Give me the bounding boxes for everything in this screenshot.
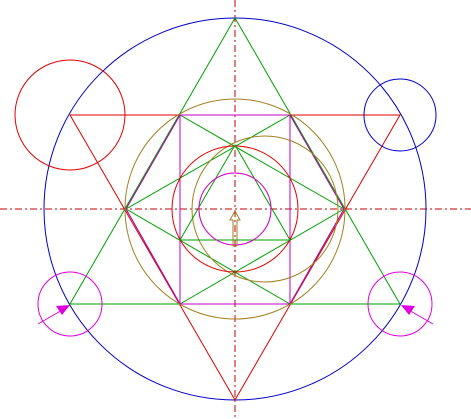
green-diagonal-1 — [125, 114, 291, 210]
green-diagonal-2 — [179, 114, 345, 210]
bottom-left-magenta-circle — [37, 271, 103, 337]
small-magenta-circle — [198, 172, 272, 246]
bottom-right-magenta-circle — [367, 271, 433, 337]
top-right-blue-circle — [363, 78, 437, 152]
olive-large-circle — [124, 98, 346, 320]
pointer-arrow-left-icon — [37, 305, 70, 325]
green-diagonal-4 — [179, 208, 345, 305]
pointer-arrow-right-icon — [401, 305, 434, 325]
red-inner-circle — [171, 145, 299, 273]
green-diagonal-3 — [125, 208, 291, 305]
small-green-triangle — [179, 144, 291, 241]
center-hollow-arrow-icon — [229, 209, 241, 247]
olive-medium-circle — [191, 135, 339, 283]
top-left-red-circle — [14, 59, 126, 171]
